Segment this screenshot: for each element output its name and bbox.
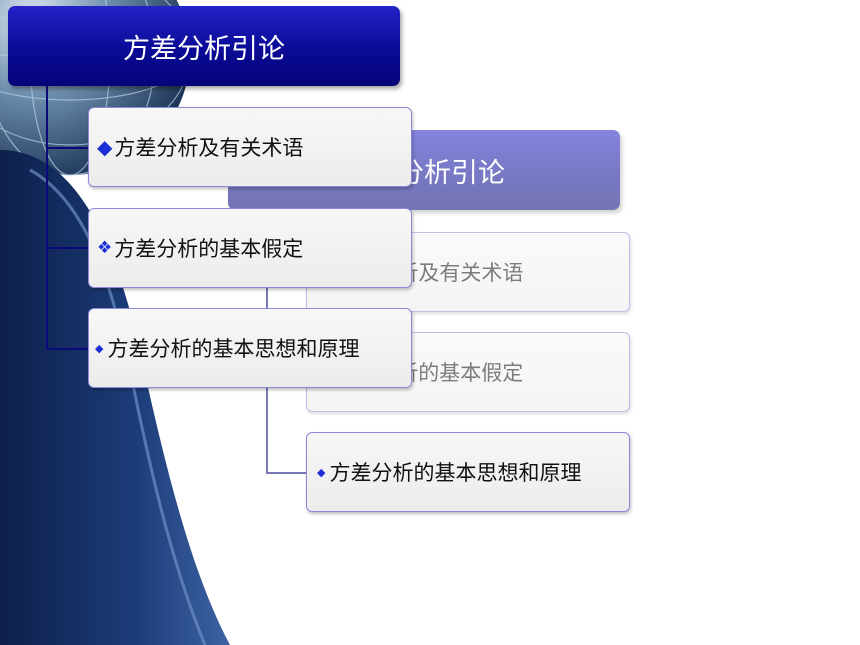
item-label-terms: 方差分析及有关术语 (114, 136, 304, 160)
item-box-assumptions: ❖ 方差分析的基本假定 (88, 208, 412, 288)
item-box-terms: ◆ 方差分析及有关术语 (88, 107, 412, 187)
diamond-bullet-icon: ◆ (97, 135, 113, 159)
small-diamond-bullet-icon: ◆ (95, 341, 104, 355)
connector-vertical (46, 86, 48, 350)
item-label-assumptions: 方差分析的基本假定 (114, 237, 304, 261)
item-label-principle-lower: 方差分析的基本思想和原理 (329, 461, 582, 485)
four-diamond-bullet-icon: ❖ (97, 238, 113, 258)
title-box: 方差分析引论 (8, 6, 400, 86)
connector-3 (46, 348, 88, 350)
item-box-principle: ◆ 方差分析的基本思想和原理 (88, 308, 412, 388)
connector-2 (46, 247, 88, 249)
page-title: 方差分析引论 (123, 33, 285, 65)
small-diamond-bullet-icon: ◆ (317, 465, 326, 479)
connector-1 (46, 147, 88, 149)
ghost-connector-3 (266, 472, 306, 474)
item-label-principle: 方差分析的基本思想和原理 (107, 337, 360, 361)
item-box-principle-lower: ◆ 方差分析的基本思想和原理 (306, 432, 630, 512)
swoosh-decoration (0, 150, 230, 645)
